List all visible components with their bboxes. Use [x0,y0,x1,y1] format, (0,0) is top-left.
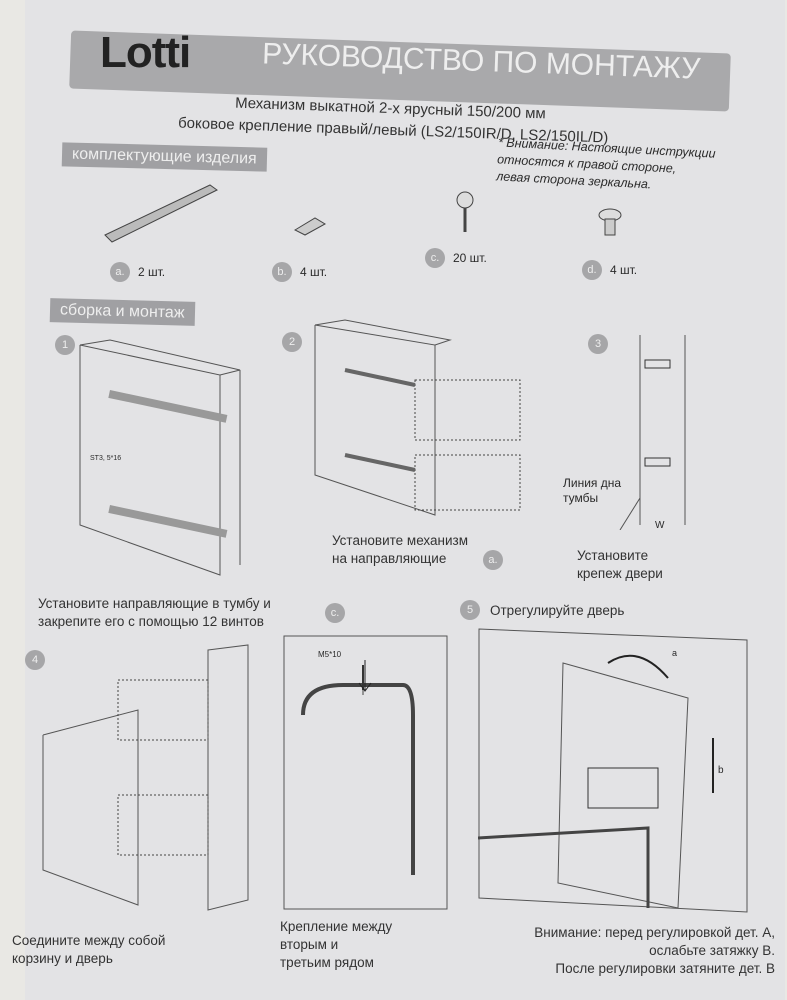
step-2-sub-badge: a. [483,550,503,570]
step-5-badge: 5 [460,600,480,620]
badge: c. [425,248,445,268]
caption-line: Установите направляющие в тумбу и [38,596,271,611]
caption-line: Установите [577,548,649,563]
door-mount-illustration [619,335,686,530]
qty: 20 шт. [453,251,487,265]
step-1-caption: Установите направляющие в тумбу и закрепи… [38,595,271,631]
badge: a. [110,262,130,282]
component-c: c. 20 шт. [425,248,487,268]
label-line: тумбы [563,491,599,505]
qty: 2 шт. [138,265,166,279]
caption-line: Крепление между [280,919,393,934]
step-5-caption: Внимание: перед регулировкой дет. А, осла… [520,924,775,978]
row-fastening-illustration [283,635,448,910]
component-a: a. 2 шт. [110,262,165,282]
caption-line: крепеж двери [577,566,663,581]
step-3-caption: Установите крепеж двери [577,547,663,583]
vertical-b-label: b [718,765,724,776]
caption-line: на направляющие [332,551,447,566]
caption-line: Внимание: перед регулировкой дет. А, [534,925,775,940]
caption-line: вторым и [280,937,339,952]
step-2-badge: 2 [282,332,302,352]
step-4-badge: 4 [25,650,45,670]
caption-line: Установите механизм [332,533,468,548]
qty: 4 шт. [610,263,638,277]
basket-door-illustration [42,644,249,911]
step-5-title: Отрегулируйте дверь [490,603,625,618]
caption-line: ослабьте затяжку В. [649,943,775,958]
qty: 4 шт. [300,265,328,279]
door-adjust-illustration [478,628,748,913]
bolt-part-illustration [598,208,622,236]
caption-line: Соедините между собой [12,933,166,948]
screw-label: ST3, 5*16 [90,455,122,462]
caption-line: третьим рядом [280,955,374,970]
caption-line: После регулировки затяните дет. В [555,961,775,976]
section-assembly: сборка и монтаж [49,298,195,326]
step-4-caption: Соедините между собой корзину и дверь [12,932,165,968]
width-dim: W [655,520,665,531]
label-line: Линия дна [563,476,622,490]
cabinet-rails-illustration [79,339,241,576]
bracket-part-illustration [293,217,327,236]
badge: b. [272,262,292,282]
badge: d. [582,260,602,280]
step-3-badge: 3 [588,334,608,354]
component-d: d. 4 шт. [582,260,637,280]
rail-part-illustration [104,184,218,243]
mechanism-install-illustration [314,319,521,516]
bolt-size-label: M5*10 [318,650,342,659]
component-b: b. 4 шт. [272,262,327,282]
caption-line: корзину и дверь [12,951,113,966]
step-2-caption: Установите механизм на направляющие [332,532,468,568]
screw-part-illustration [456,191,474,232]
caption-line: закрепите его с помощью 12 винтов [38,614,264,629]
rotation-a-label: a [672,648,678,658]
logo: Lotti [100,28,191,77]
step-1-badge: 1 [55,335,75,355]
detail-c-caption: Крепление между вторым и третьим рядом [280,918,392,972]
detail-c-badge: c. [325,603,345,623]
